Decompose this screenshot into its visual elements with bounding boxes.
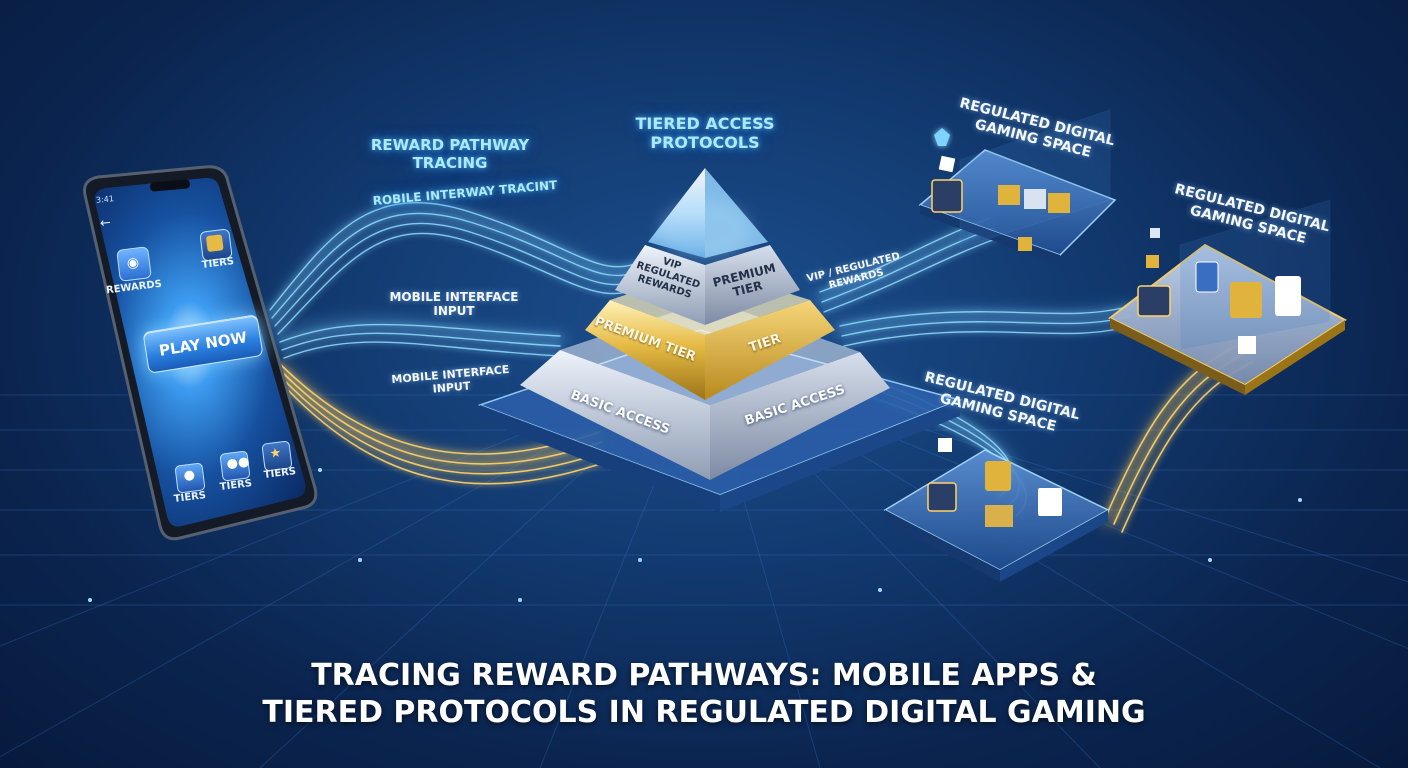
app-icon-tiers-1[interactable]: ●	[174, 462, 206, 494]
back-arrow-icon[interactable]: ←	[99, 215, 112, 232]
bottom-tier-left	[520, 350, 710, 480]
shield-logo-icon	[934, 128, 950, 146]
top-tier-right	[705, 245, 800, 325]
mobile-input-1-line1: MOBILE INTERFACE	[389, 290, 519, 304]
mobile-input-1-line2: INPUT	[433, 304, 475, 319]
middle-tier-left	[585, 300, 705, 400]
phone-status-bar: 3:41	[95, 194, 115, 205]
app-icon-rewards[interactable]: ◉	[116, 246, 152, 282]
reward-streams	[263, 202, 1253, 533]
gaming-platform-2	[1108, 199, 1347, 395]
tiered-access-line2: PROTOCOLS	[650, 133, 760, 153]
tiered-access-line1: TIERED ACCESS	[635, 114, 775, 133]
gift-icon: ◉	[125, 254, 141, 272]
star-icon: ★	[268, 445, 283, 462]
mobile-input-label-1: MOBILE INTERFACE INPUT	[374, 290, 534, 319]
coin-stack-icon	[205, 234, 224, 253]
gaming-platform-3	[883, 438, 1110, 582]
page-title: TRACING REWARD PATHWAYS: MOBILE APPS & T…	[0, 657, 1408, 731]
users-icon: ●●	[225, 454, 251, 472]
top-tier-left	[615, 245, 705, 325]
tier-pyramid	[520, 168, 890, 480]
page-title-line2: TIERED PROTOCOLS IN REGULATED DIGITAL GA…	[262, 695, 1146, 730]
middle-tier-right	[705, 300, 835, 400]
reward-pathway-line1: REWARD PATHWAY	[370, 136, 530, 154]
page-title-line1: TRACING REWARD PATHWAYS: MOBILE APPS &	[311, 658, 1097, 693]
user-icon: ●	[182, 467, 196, 484]
bottom-tier-right	[710, 352, 890, 480]
app-icon-tiers-2[interactable]: ●●	[219, 450, 251, 482]
gaming-platform-1	[918, 109, 1117, 265]
reward-pathway-label: REWARD PATHWAY TRACING	[340, 136, 560, 172]
tiered-access-label: TIERED ACCESS PROTOCOLS	[605, 114, 805, 152]
reward-pathway-line2: TRACING	[412, 154, 488, 172]
